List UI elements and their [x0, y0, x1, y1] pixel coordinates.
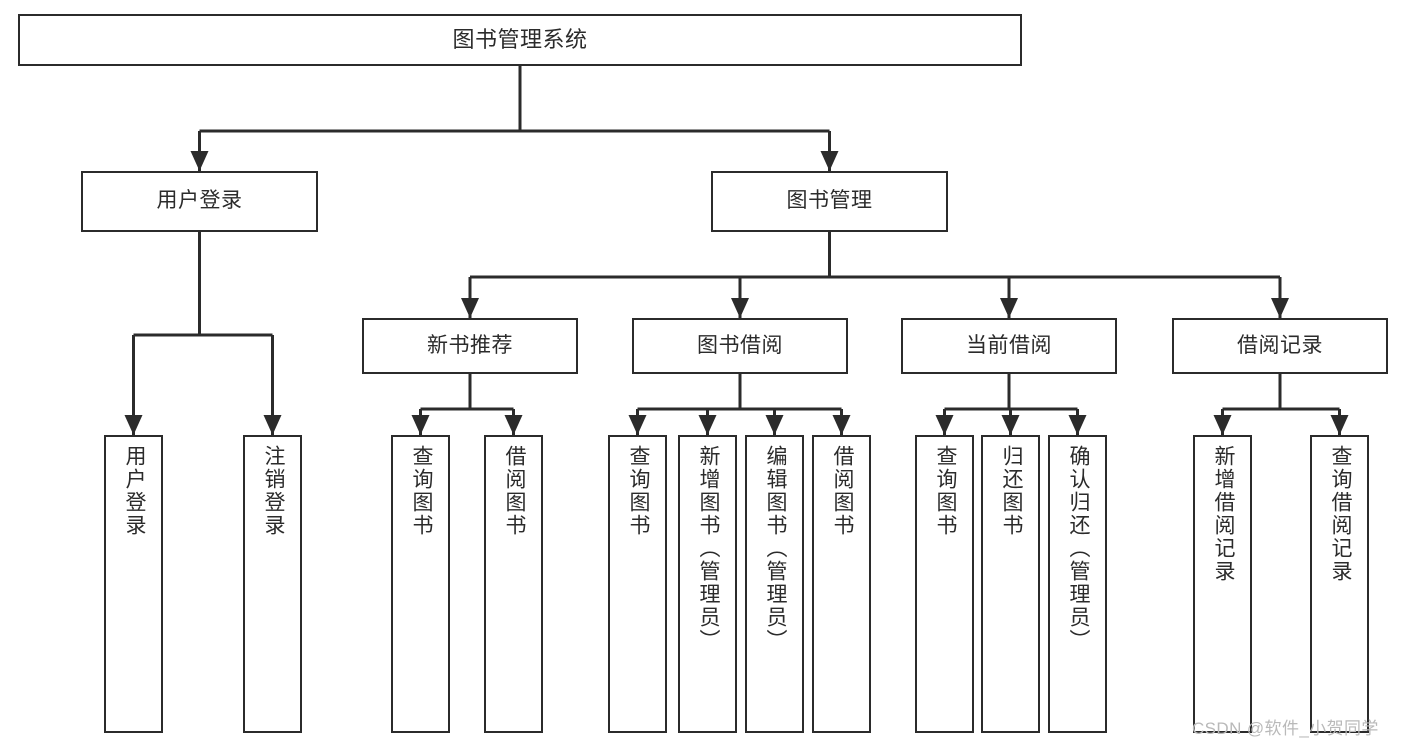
node-label: 借阅图书: [502, 445, 526, 537]
node-label: 借阅图书: [830, 445, 854, 537]
node-leaf-edit-book[interactable]: 编辑图书（管理员）: [745, 435, 804, 733]
node-borrow-record[interactable]: 借阅记录: [1172, 318, 1388, 374]
node-label: 图书借阅: [697, 333, 783, 357]
node-label: 归还图书: [999, 445, 1023, 537]
node-label: 查询借阅记录: [1328, 445, 1352, 583]
node-leaf-query-book-2[interactable]: 查询图书: [608, 435, 667, 733]
node-label: 编辑图书（管理员）: [763, 445, 787, 652]
node-label: 新书推荐: [427, 333, 513, 357]
node-book-manage[interactable]: 图书管理: [711, 171, 948, 232]
node-label: 查询图书: [409, 445, 433, 537]
node-book-borrow[interactable]: 图书借阅: [632, 318, 848, 374]
node-user-login[interactable]: 用户登录: [81, 171, 318, 232]
node-leaf-add-record[interactable]: 新增借阅记录: [1193, 435, 1252, 733]
node-root[interactable]: 图书管理系统: [18, 14, 1022, 66]
node-label: 确认归还（管理员）: [1066, 445, 1090, 652]
watermark: CSDN @软件_小贺同学: [1192, 719, 1379, 738]
node-label: 新增借阅记录: [1211, 445, 1235, 583]
node-leaf-confirm-return[interactable]: 确认归还（管理员）: [1048, 435, 1107, 733]
node-label: 新增图书（管理员）: [696, 445, 720, 652]
node-leaf-add-book[interactable]: 新增图书（管理员）: [678, 435, 737, 733]
node-leaf-query-book-1[interactable]: 查询图书: [391, 435, 450, 733]
node-label: 借阅记录: [1237, 333, 1323, 357]
node-label: 图书管理系统: [452, 27, 588, 53]
node-leaf-user-logout[interactable]: 注销登录: [243, 435, 302, 733]
node-leaf-query-record[interactable]: 查询借阅记录: [1310, 435, 1369, 733]
node-label: 图书管理: [786, 189, 873, 213]
node-leaf-borrow-book-1[interactable]: 借阅图书: [484, 435, 543, 733]
node-label: 用户登录: [122, 445, 146, 537]
node-label: 查询图书: [933, 445, 957, 537]
node-label: 用户登录: [156, 189, 243, 213]
node-label: 当前借阅: [966, 333, 1052, 357]
node-leaf-user-login[interactable]: 用户登录: [104, 435, 163, 733]
node-leaf-return-book[interactable]: 归还图书: [981, 435, 1040, 733]
node-label: 注销登录: [261, 445, 285, 537]
node-new-book-rec[interactable]: 新书推荐: [362, 318, 578, 374]
node-leaf-borrow-book-2[interactable]: 借阅图书: [812, 435, 871, 733]
node-leaf-query-book-3[interactable]: 查询图书: [915, 435, 974, 733]
node-label: 查询图书: [626, 445, 650, 537]
node-current-borrow[interactable]: 当前借阅: [901, 318, 1117, 374]
